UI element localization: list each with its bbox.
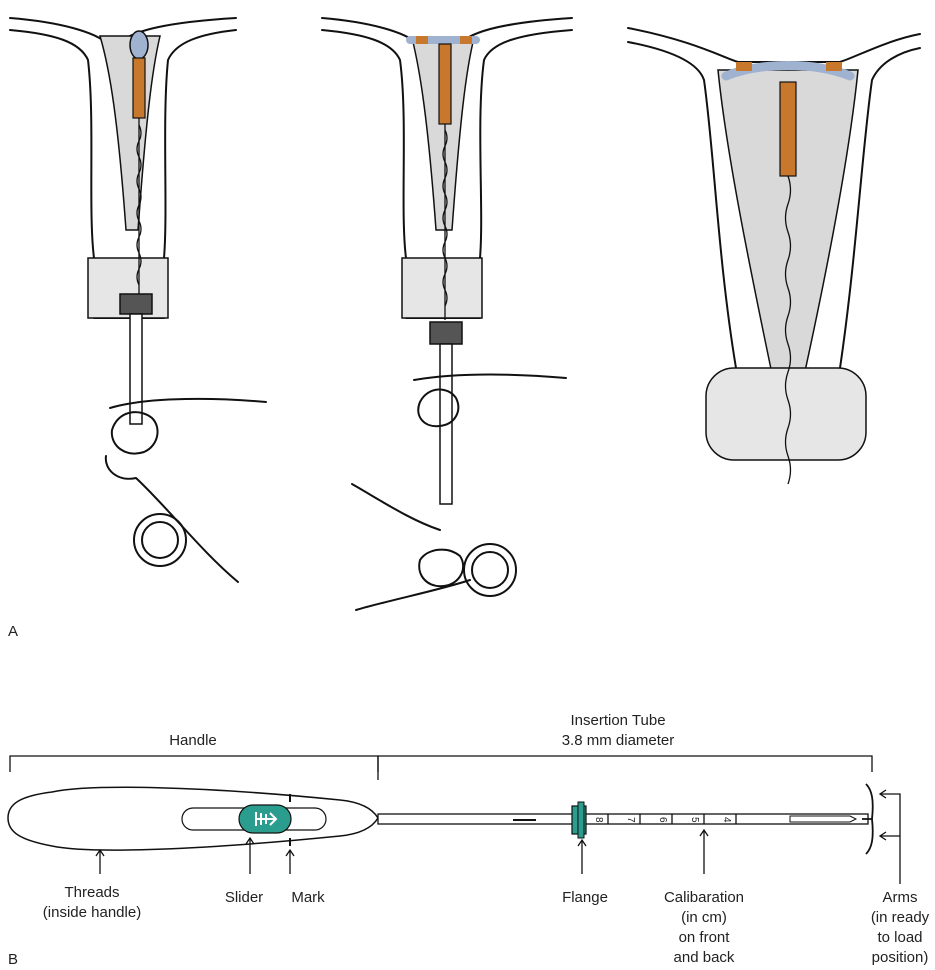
flange-arrow [578,840,586,874]
calibration-label-3: on front [679,929,731,946]
calibration-arrow [700,830,708,874]
calibration-label-2: (in cm) [681,909,727,926]
handle-label: Handle [169,732,217,749]
tube-bracket [378,756,872,772]
scale-tick-7: 7 [625,817,636,823]
slider-label: Slider [225,889,263,906]
scale-tick-6: 6 [657,817,668,823]
insertion-step-2 [322,18,572,610]
iud-in-place [628,28,920,484]
panel-a-letter: A [8,623,18,640]
threads-label-1: Threads [64,884,119,901]
mark-label: Mark [291,889,325,906]
tube-label-line1: Insertion Tube [570,712,665,729]
inserter-diagram: Insertion Tube 3.8 mm diameter Handle 8 … [8,712,930,966]
mark-arrow [286,850,294,874]
arms-label-3: to load [877,929,922,946]
arms-label-1: Arms [883,889,918,906]
calibration-label-4: and back [674,949,735,966]
handle-bracket [10,756,378,772]
panel-b-letter: B [8,951,18,968]
arms-arrow [880,790,900,884]
insertion-step-1 [10,18,266,582]
scale-tick-8: 8 [593,817,604,823]
flange-label: Flange [562,889,608,906]
scale-tick-4: 4 [721,817,732,823]
calibration-label-1: Calibaration [664,889,744,906]
arms-label-2: (in ready [871,909,930,926]
tube-label-line2: 3.8 mm diameter [562,732,675,749]
threads-arrow [96,850,104,874]
iud-arms [862,784,873,854]
threads-label-2: (inside handle) [43,904,141,921]
scale-tick-5: 5 [689,817,700,823]
arms-label-4: position) [872,949,929,966]
